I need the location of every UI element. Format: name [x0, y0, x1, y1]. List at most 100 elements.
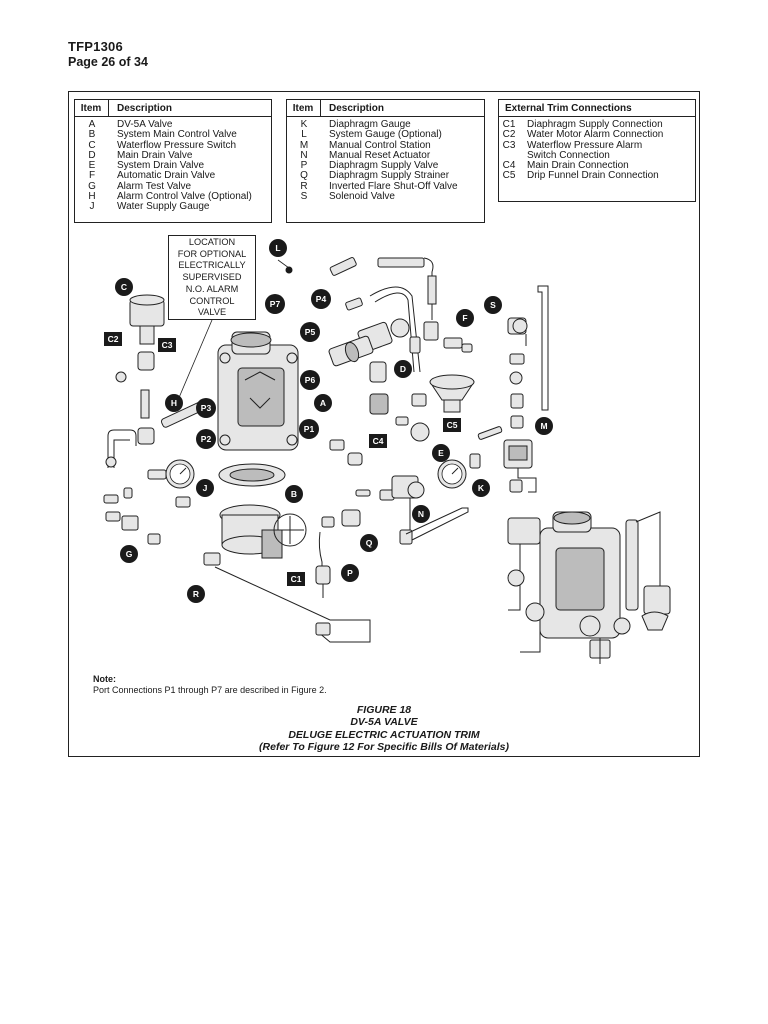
callout-C3: C3 — [158, 338, 176, 352]
callout-C1: C1 — [287, 572, 305, 586]
table-header: Item Description — [287, 100, 484, 117]
item-description: Water Motor Alarm Connection — [527, 129, 664, 141]
figure-frame — [68, 91, 700, 757]
item-description: DV-5A Valve — [117, 119, 173, 130]
callout-P5: P5 — [300, 322, 320, 342]
svg-text:P6: P6 — [305, 375, 316, 385]
svg-text:C5: C5 — [447, 420, 458, 430]
svg-text:R: R — [193, 589, 199, 599]
svg-text:C: C — [121, 282, 127, 292]
callout-K: K — [472, 479, 490, 497]
item-code: L — [301, 129, 307, 141]
item-description: Diaphragm Supply Connection — [527, 119, 663, 130]
table-header: Item Description — [75, 100, 271, 117]
svg-text:N: N — [418, 509, 424, 519]
item-description: Solenoid Valve — [329, 191, 395, 203]
column-header-description: Description — [329, 102, 385, 114]
figure-number: FIGURE 18 — [356, 704, 412, 716]
table-row: Switch Connection — [499, 150, 695, 161]
item-description: System Gauge (Optional) — [329, 129, 442, 141]
item-code: E — [88, 160, 96, 172]
item-code: C — [88, 139, 96, 151]
system-gauge-piping — [329, 257, 439, 373]
item-code: P — [300, 160, 308, 172]
item-description: Alarm Test Valve — [117, 180, 192, 192]
svg-text:D: D — [400, 364, 406, 374]
item-code: H — [88, 191, 96, 203]
svg-text:C4: C4 — [373, 436, 384, 446]
location-box-line: FOR OPTIONAL — [177, 248, 247, 259]
location-box-line: SUPERVISED — [182, 272, 242, 283]
callout-G: G — [120, 545, 138, 563]
dv5a-valve-body — [217, 331, 299, 451]
item-description: Diaphragm Supply Valve — [329, 160, 439, 172]
item-description: Waterflow Pressure Alarm — [527, 139, 643, 151]
figure-reference: (Refer To Figure 12 For Specific Bills O… — [259, 741, 509, 753]
svg-text:C3: C3 — [162, 340, 173, 350]
callout-C: C — [115, 278, 133, 296]
item-description: System Drain Valve — [117, 160, 205, 172]
item-description: Manual Reset Actuator — [329, 149, 431, 161]
assembled-trim-inset — [507, 511, 671, 664]
callout-P7: P7 — [265, 294, 285, 314]
callout-E: E — [432, 444, 450, 462]
item-code: J — [89, 201, 95, 213]
waterflow-pressure-switch — [115, 294, 165, 445]
callout-D: D — [394, 360, 412, 378]
callout-P1: P1 — [299, 419, 319, 439]
callout-P: P — [341, 564, 359, 582]
callout-L: L — [269, 239, 287, 257]
table-row: E System Drain Valve — [75, 160, 271, 172]
manual-reset-actuator — [391, 475, 469, 545]
svg-text:P4: P4 — [316, 294, 327, 304]
diaphragm-supply-piping — [315, 439, 395, 598]
location-box-line: N.O. ALARM — [185, 283, 239, 294]
item-code: M — [299, 139, 309, 151]
svg-text:C2: C2 — [108, 334, 119, 344]
callout-B: B — [285, 485, 303, 503]
callout-Q: Q — [360, 534, 378, 552]
callout-P6: P6 — [300, 370, 320, 390]
alarm-test-valve — [103, 487, 161, 545]
automatic-drain-valve — [443, 337, 473, 353]
solenoid-valve-assembly — [477, 285, 549, 440]
callout-J: J — [196, 479, 214, 497]
table-row: L System Gauge (Optional) — [287, 129, 484, 141]
svg-text:Q: Q — [366, 538, 373, 548]
alarm-line-pipe — [107, 429, 137, 468]
svg-text:H: H — [171, 398, 177, 408]
svg-text:A: A — [320, 398, 326, 408]
svg-text:P: P — [347, 568, 353, 578]
callout-P4: P4 — [311, 289, 331, 309]
callout-H: H — [165, 394, 183, 412]
callout-R: R — [187, 585, 205, 603]
item-code: F — [88, 170, 96, 182]
drip-funnel — [429, 374, 475, 413]
callout-M: M — [535, 417, 553, 435]
item-description: Diaphragm Supply Strainer — [329, 170, 450, 182]
callout-C4: C4 — [369, 434, 387, 448]
system-gauge-plug — [285, 266, 293, 274]
callout-C2: C2 — [104, 332, 122, 346]
item-description: Waterflow Pressure Switch — [117, 139, 237, 151]
shut-off-valve — [203, 552, 371, 643]
svg-text:L: L — [275, 243, 280, 253]
item-description: Water Supply Gauge — [117, 201, 210, 213]
figure-note: Note: Port Connections P1 through P7 are… — [93, 674, 327, 696]
callout-S: S — [484, 296, 502, 314]
location-box-line: LOCATION — [188, 237, 236, 247]
svg-text:P2: P2 — [201, 434, 212, 444]
figure-title-valve: DV-5A VALVE — [350, 716, 418, 728]
note-label: Note: — [93, 674, 116, 684]
